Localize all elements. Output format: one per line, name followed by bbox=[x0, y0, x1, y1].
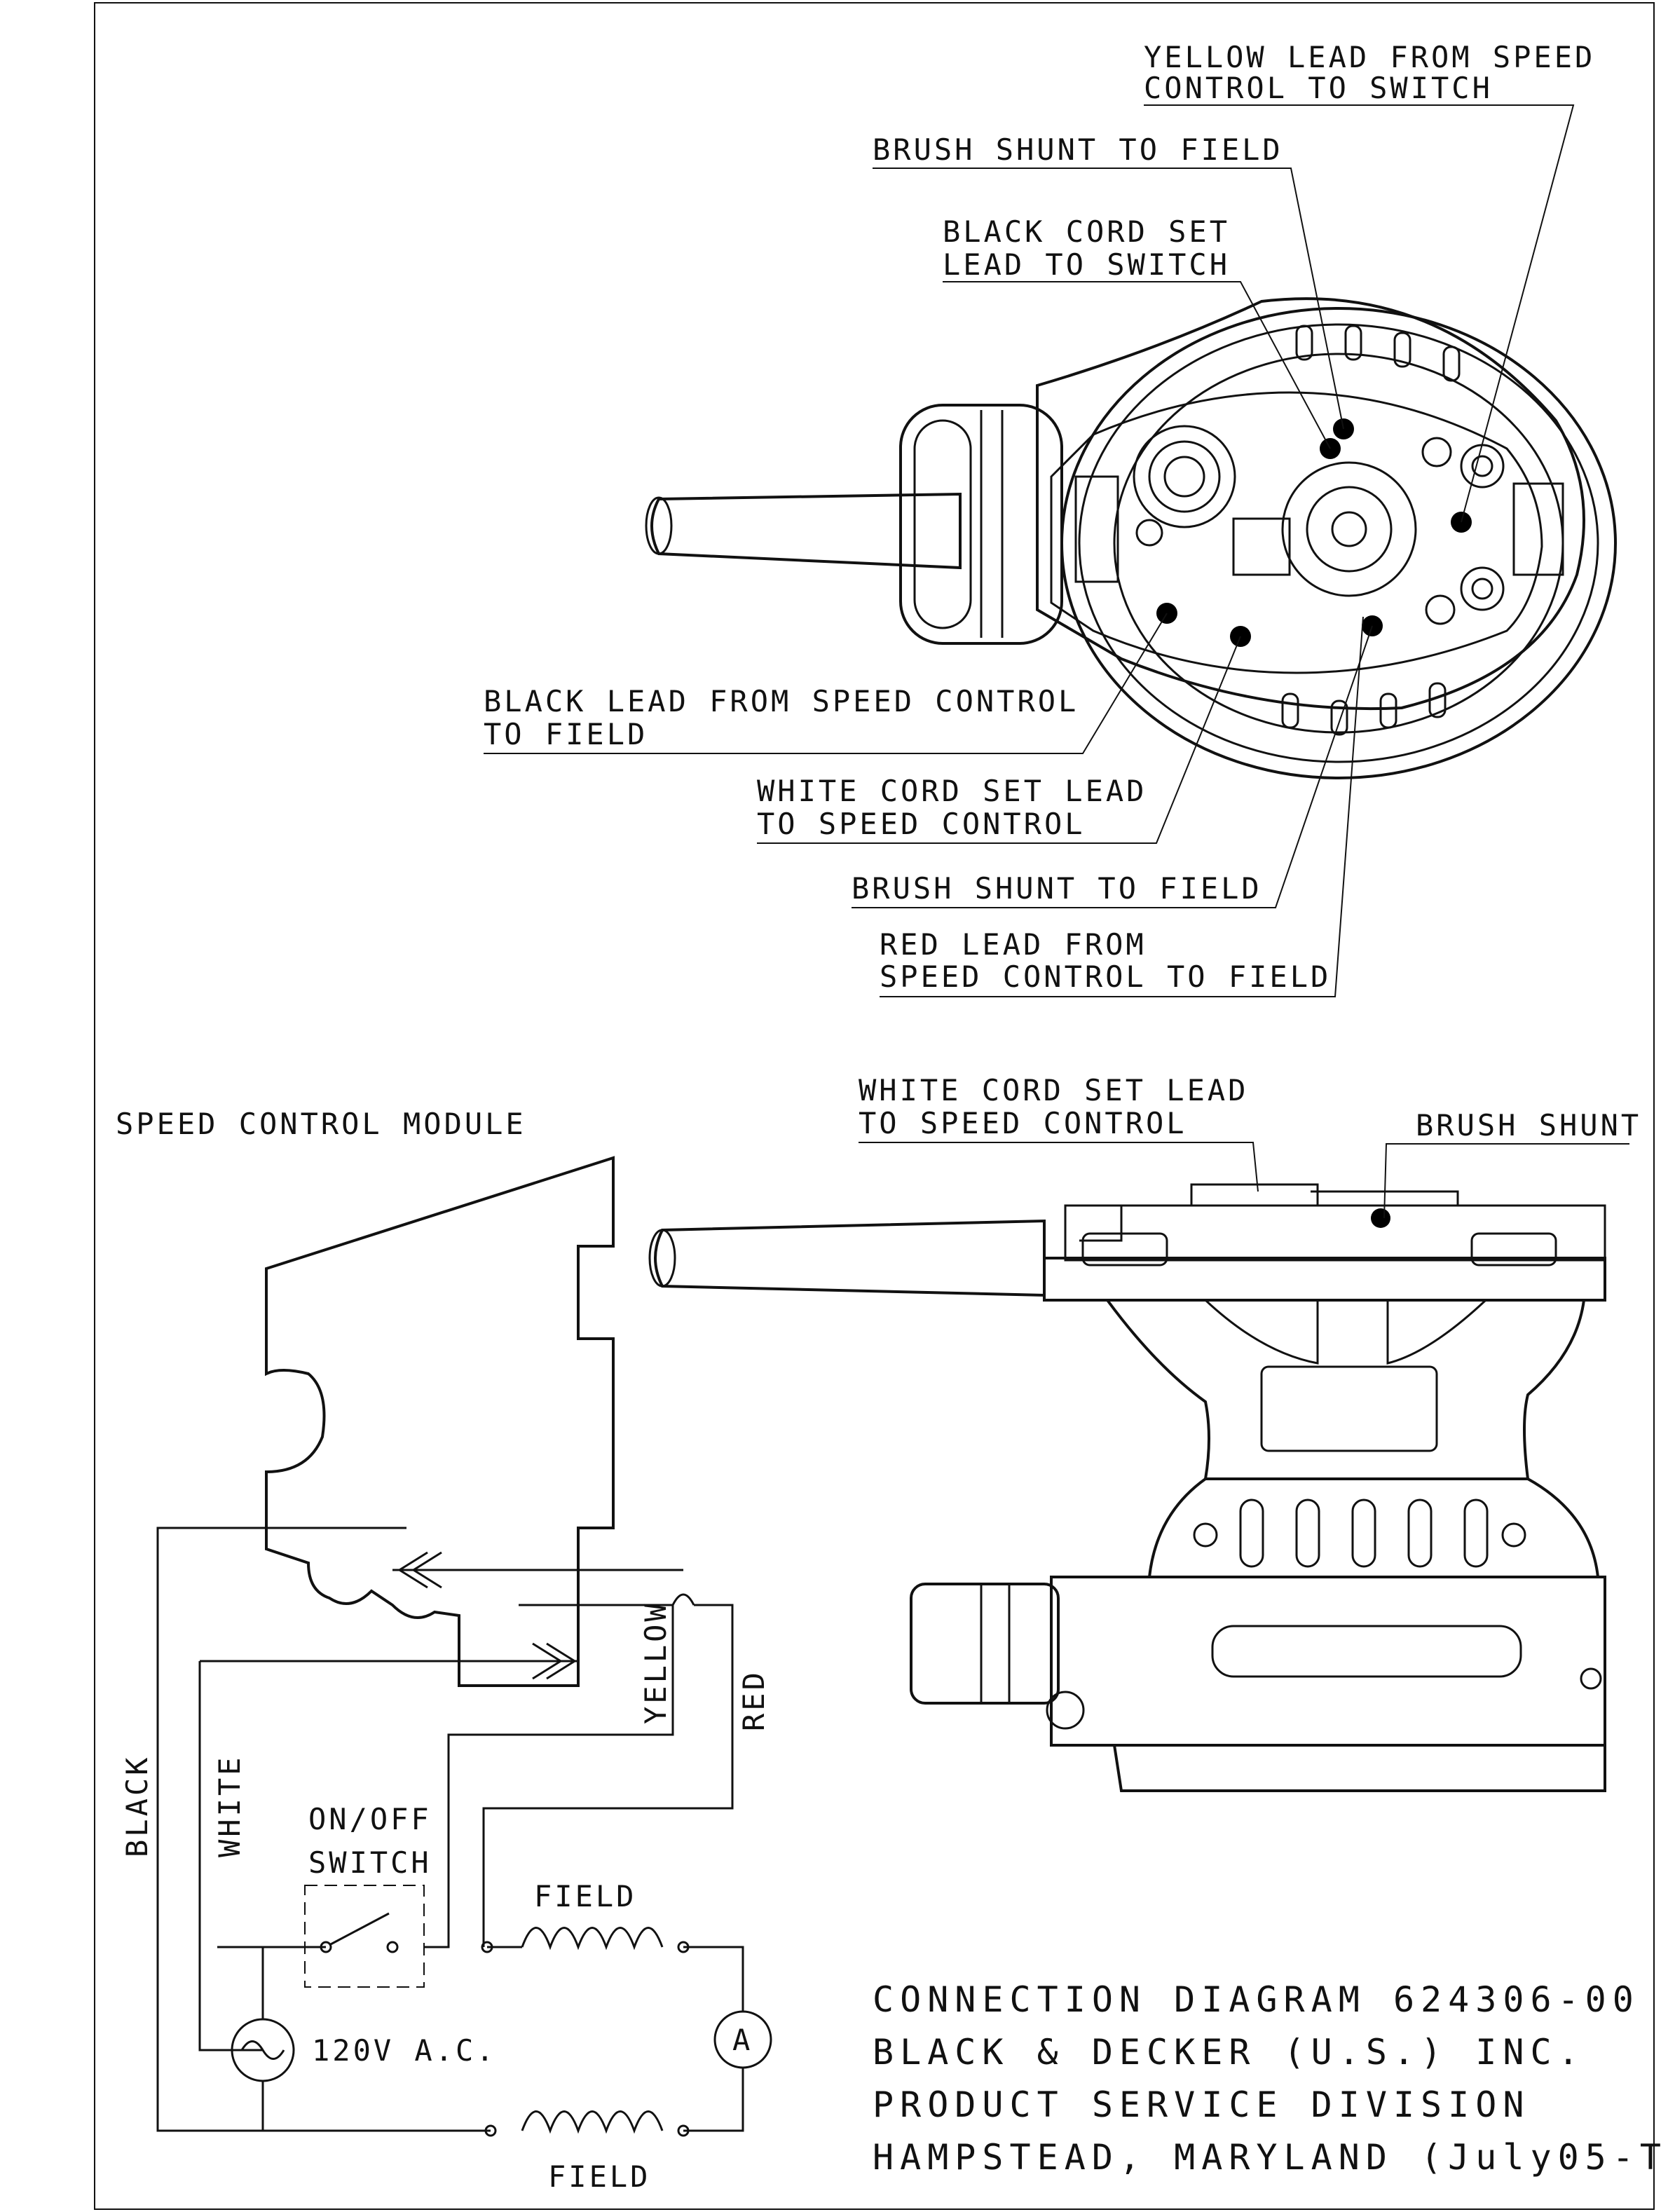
callout-text: TO SPEED CONTROL bbox=[859, 1106, 1187, 1140]
callout-text: WHITE CORD SET LEAD bbox=[757, 774, 1147, 808]
callout-text: BLACK LEAD FROM SPEED CONTROL bbox=[484, 684, 1079, 718]
wire-label-yellow: YELLOW bbox=[638, 1601, 673, 1724]
title-block: CONNECTION DIAGRAM 624306-00 BLACK & DEC… bbox=[873, 1979, 1668, 2178]
wire-label-black: BLACK bbox=[120, 1755, 154, 1857]
callout-text: CONTROL TO SWITCH bbox=[1144, 71, 1493, 105]
switch-label: SWITCH bbox=[308, 1845, 432, 1880]
wire-label-red: RED bbox=[737, 1670, 771, 1731]
speed-control-module-label: SPEED CONTROL MODULE bbox=[116, 1107, 526, 1141]
callout-text: TO FIELD bbox=[484, 717, 648, 751]
on-off-switch: ON/OFF SWITCH bbox=[304, 1802, 432, 1988]
callout-text: YELLOW LEAD FROM SPEED bbox=[1144, 40, 1595, 74]
schematic-wires bbox=[156, 1527, 744, 2132]
callout-text: LEAD TO SWITCH bbox=[943, 247, 1230, 282]
vent-slots-side bbox=[1239, 1498, 1489, 1568]
sander-top-view bbox=[645, 297, 1617, 779]
connection-dot bbox=[1371, 1208, 1390, 1228]
callout-side-brush-shunt: BRUSH SHUNT bbox=[1383, 1108, 1641, 1219]
callout-text: BRUSH SHUNT TO FIELD bbox=[873, 132, 1283, 167]
armature: A bbox=[713, 2010, 772, 2069]
switch-label: ON/OFF bbox=[308, 1802, 432, 1836]
callout-text: BLACK CORD SET bbox=[943, 214, 1230, 249]
speed-control-module bbox=[200, 1156, 683, 1687]
field-coil-bottom: FIELD bbox=[484, 2110, 690, 2194]
callout-black-lead: BLACK LEAD FROM SPEED CONTROL TO FIELD bbox=[484, 613, 1168, 754]
supply-label: 120V A.C. bbox=[312, 2033, 497, 2068]
callout-text: BRUSH SHUNT TO FIELD bbox=[852, 871, 1262, 906]
title-line: BLACK & DECKER (U.S.) INC. bbox=[873, 2032, 1585, 2073]
title-line: CONNECTION DIAGRAM 624306-00 bbox=[873, 1979, 1640, 2020]
vent-slots bbox=[1281, 325, 1461, 736]
callout-brush-shunt-top: BRUSH SHUNT TO FIELD bbox=[873, 132, 1344, 430]
callout-text: BRUSH SHUNT bbox=[1416, 1108, 1641, 1142]
callout-brush-shunt-bottom: BRUSH SHUNT TO FIELD bbox=[852, 625, 1373, 908]
callout-red-lead: RED LEAD FROM SPEED CONTROL TO FIELD bbox=[880, 616, 1364, 997]
callout-black-cord: BLACK CORD SET LEAD TO SWITCH bbox=[943, 214, 1331, 449]
ac-source: 120V A.C. bbox=[231, 2018, 497, 2082]
field-top-label: FIELD bbox=[534, 1879, 636, 1913]
callout-white-cord: WHITE CORD SET LEAD TO SPEED CONTROL bbox=[757, 636, 1241, 844]
callout-text: TO SPEED CONTROL bbox=[757, 807, 1086, 841]
callout-yellow-lead: YELLOW LEAD FROM SPEED CONTROL TO SWITCH bbox=[1144, 40, 1595, 523]
callout-text: SPEED CONTROL TO FIELD bbox=[880, 960, 1331, 994]
sander-side-view bbox=[648, 1183, 1606, 1792]
armature-label: A bbox=[732, 2023, 753, 2057]
field-coil-top: FIELD bbox=[481, 1879, 690, 1953]
title-line: PRODUCT SERVICE DIVISION bbox=[873, 2084, 1530, 2125]
sheet-border bbox=[94, 2, 1655, 2210]
title-line: HAMPSTEAD, MARYLAND (July05-TS) bbox=[873, 2137, 1668, 2178]
callout-text: WHITE CORD SET LEAD bbox=[859, 1073, 1248, 1107]
callout-side-white-cord: WHITE CORD SET LEAD TO SPEED CONTROL bbox=[859, 1073, 1259, 1192]
callout-text: RED LEAD FROM bbox=[880, 927, 1147, 962]
wire-label-white: WHITE bbox=[212, 1755, 247, 1857]
field-bottom-label: FIELD bbox=[548, 2159, 650, 2194]
